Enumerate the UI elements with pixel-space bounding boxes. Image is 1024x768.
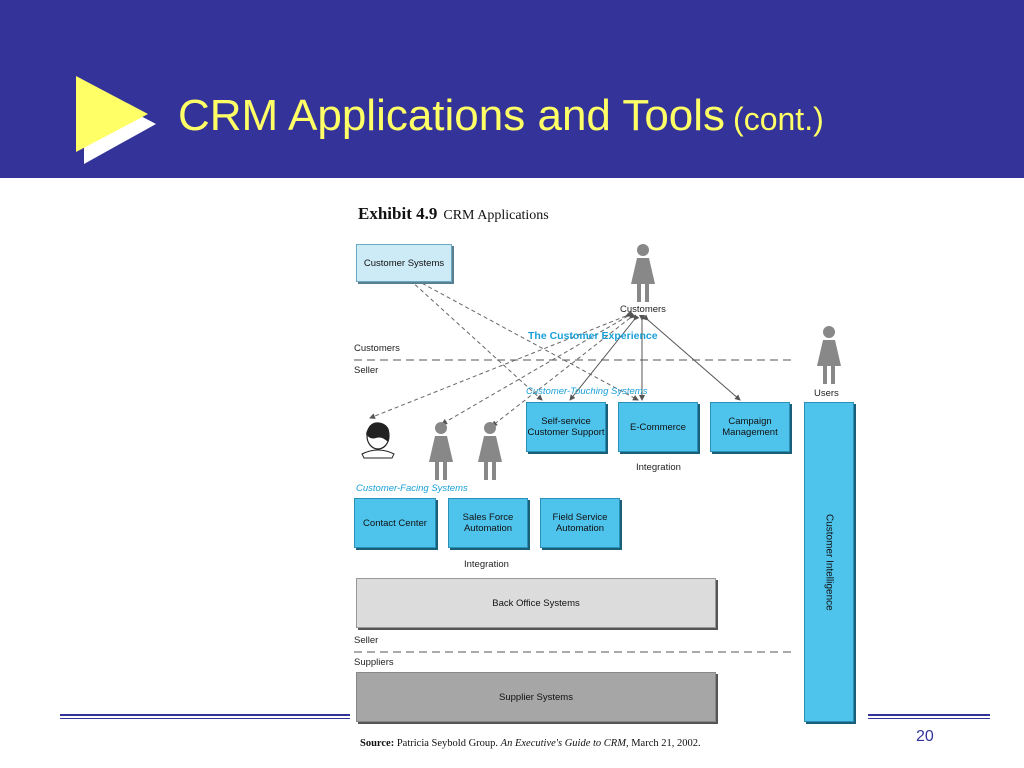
customer-systems-box: Customer Systems [356,244,452,282]
seller-person-icon-1 [429,422,453,480]
source-citation: Source: Patricia Seybold Group. An Execu… [360,738,701,749]
integration-bottom-label: Integration [464,559,509,570]
footer-rule-right-thin [868,718,990,719]
customer-intelligence-box: Customer Intelligence [804,402,854,722]
users-icon-label: Users [814,388,839,399]
footer-rule-left [60,714,350,716]
integration-top-label: Integration [636,462,681,473]
source-book: An Executive's Guide to CRM, [500,738,629,749]
seller-person-icon-2 [478,422,502,480]
title-main: CRM Applications and Tools [178,91,726,140]
supplier-systems-box: Supplier Systems [356,672,716,722]
source-label: Source: [360,738,395,749]
user-person-icon [817,326,841,384]
customer-facing-label: Customer-Facing Systems [356,483,468,494]
back-office-box: Back Office Systems [356,578,716,628]
sales-force-box: Sales Force Automation [448,498,528,548]
source-org: Patricia Seybold Group. [396,738,499,749]
page-number: 20 [916,728,934,745]
self-service-box: Self-service Customer Support [526,402,606,452]
footer-rule-left-thin [60,718,350,719]
slide-title: CRM Applications and Tools(cont.) [178,88,824,147]
source-date: March 21, 2002. [631,738,701,749]
agent-headset-icon [361,422,395,459]
exhibit-number: Exhibit 4.9 [358,204,438,223]
diagram-connectors [354,274,794,653]
customers-icon-label: Customers [620,304,666,315]
play-icon [76,76,156,164]
suppliers-zone-label: Suppliers [354,657,394,668]
footer-rule-right [868,714,990,716]
ecommerce-box: E-Commerce [618,402,698,452]
slide-header [0,0,1024,178]
customer-touching-label: Customer-Touching Systems [526,386,648,397]
exhibit-name: CRM Applications [443,208,549,223]
contact-center-box: Contact Center [354,498,436,548]
customers-zone-label: Customers [354,343,400,354]
crm-diagram: Exhibit 4.9 CRM Applications [348,196,868,756]
seller-zone-bottom-label: Seller [354,635,379,646]
campaign-management-box: Campaign Management [710,402,790,452]
customer-intelligence-label: Customer Intelligence [823,513,835,611]
exhibit-caption: Exhibit 4.9 CRM Applications [358,204,549,224]
field-service-box: Field Service Automation [540,498,620,548]
customer-experience-label: The Customer Experience [528,330,658,342]
title-sub: (cont.) [733,101,824,137]
customer-person-icon [631,244,655,302]
seller-zone-top-label: Seller [354,365,379,376]
